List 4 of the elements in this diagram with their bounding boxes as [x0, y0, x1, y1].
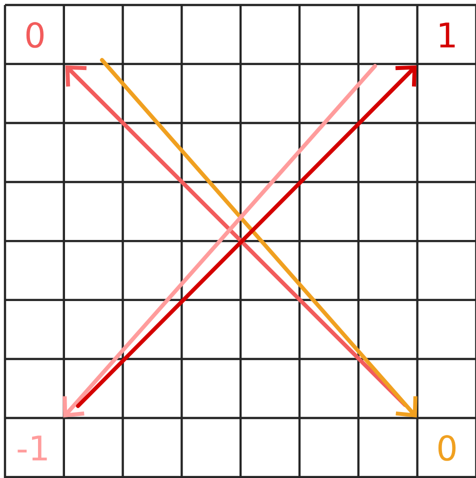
axis-value-label: -1	[18, 436, 47, 460]
axis-value-label: 0	[438, 435, 456, 461]
axis-value-label: 1	[440, 22, 455, 48]
axis-value-label: 0	[26, 22, 44, 48]
